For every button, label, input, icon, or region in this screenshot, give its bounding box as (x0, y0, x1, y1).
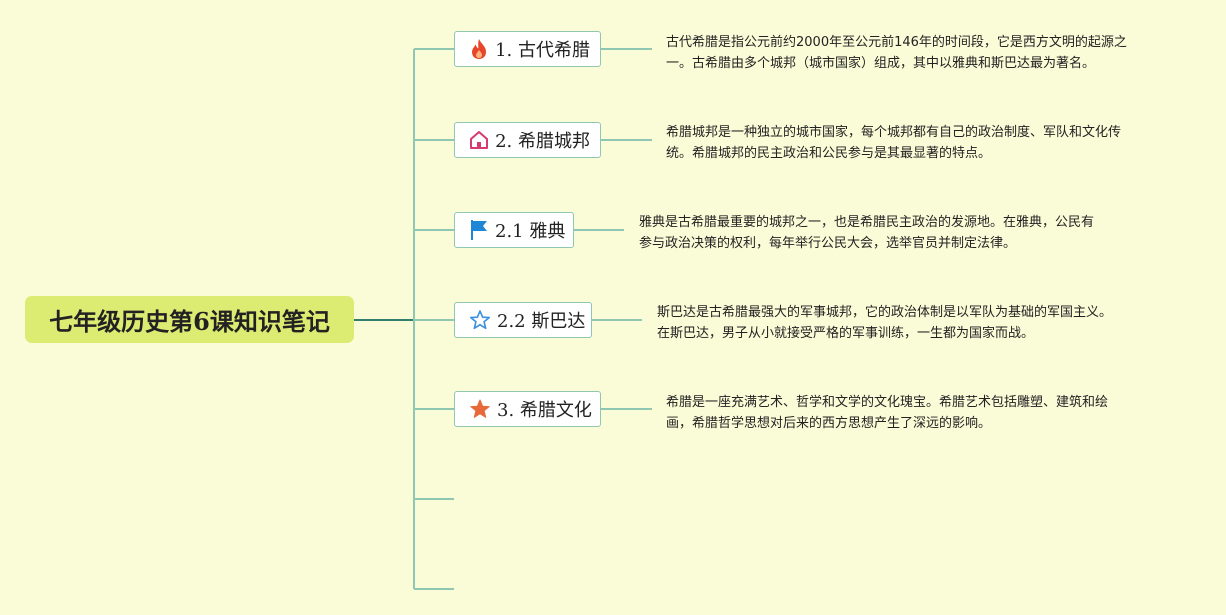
topic-description: 希腊是一座充满艺术、哲学和文学的文化瑰宝。希腊艺术包括雕塑、建筑和绘 画，希腊哲… (666, 392, 1108, 434)
star-outline-icon (469, 309, 491, 331)
topic-greek-city-states[interactable]: 2. 希腊城邦 (454, 122, 601, 158)
flag-icon (469, 219, 489, 241)
root-topic[interactable]: 七年级历史第6课知识笔记 (25, 296, 354, 343)
topic-label: 3. 希腊文化 (497, 400, 592, 421)
root-title: 七年级历史第6课知识笔记 (49, 307, 330, 336)
description-line: 希腊城邦是一种独立的城市国家，每个城邦都有自己的政治制度、军队和文化传 (666, 125, 1122, 140)
topic-sparta[interactable]: 2.2 斯巴达 (454, 302, 592, 338)
topic-label: 2. 希腊城邦 (495, 131, 590, 152)
topic-greek-culture[interactable]: 3. 希腊文化 (454, 391, 601, 427)
description-line: 希腊是一座充满艺术、哲学和文学的文化瑰宝。希腊艺术包括雕塑、建筑和绘 (666, 395, 1109, 410)
topic-description: 古代希腊是指公元前约2000年至公元前146年的时间段，它是西方文明的起源之 一… (666, 32, 1127, 74)
topic-label: 2.1 雅典 (495, 221, 566, 242)
description-line: 一。古希腊由多个城邦（城市国家）组成，其中以雅典和斯巴达最为著名。 (666, 56, 1096, 71)
topic-athens[interactable]: 2.1 雅典 (454, 212, 574, 248)
topic-label: 1. 古代希腊 (495, 40, 590, 61)
description-line: 古代希腊是指公元前约2000年至公元前146年的时间段，它是西方文明的起源之 (666, 35, 1127, 50)
description-line: 参与政治决策的权利，每年举行公民大会，选举官员并制定法律。 (639, 236, 1017, 251)
fire-icon (469, 38, 489, 60)
topic-label: 2.2 斯巴达 (497, 311, 586, 332)
topic-description: 雅典是古希腊最重要的城邦之一，也是希腊民主政治的发源地。在雅典，公民有 参与政治… (639, 212, 1094, 254)
description-line: 统。希腊城邦的民主政治和公民参与是其最显著的特点。 (666, 146, 992, 161)
house-icon (469, 129, 489, 151)
topic-description: 希腊城邦是一种独立的城市国家，每个城邦都有自己的政治制度、军队和文化传 统。希腊… (666, 122, 1121, 164)
description-line: 画，希腊哲学思想对后来的西方思想产生了深远的影响。 (666, 416, 992, 431)
topic-ancient-greece[interactable]: 1. 古代希腊 (454, 31, 601, 67)
description-line: 在斯巴达，男子从小就接受严格的军事训练，一生都为国家而战。 (657, 326, 1035, 341)
description-line: 雅典是古希腊最重要的城邦之一，也是希腊民主政治的发源地。在雅典，公民有 (639, 215, 1095, 230)
star-filled-icon (469, 398, 491, 420)
topic-description: 斯巴达是古希腊最强大的军事城邦，它的政治体制是以军队为基础的军国主义。 在斯巴达… (657, 302, 1112, 344)
description-line: 斯巴达是古希腊最强大的军事城邦，它的政治体制是以军队为基础的军国主义。 (657, 305, 1113, 320)
